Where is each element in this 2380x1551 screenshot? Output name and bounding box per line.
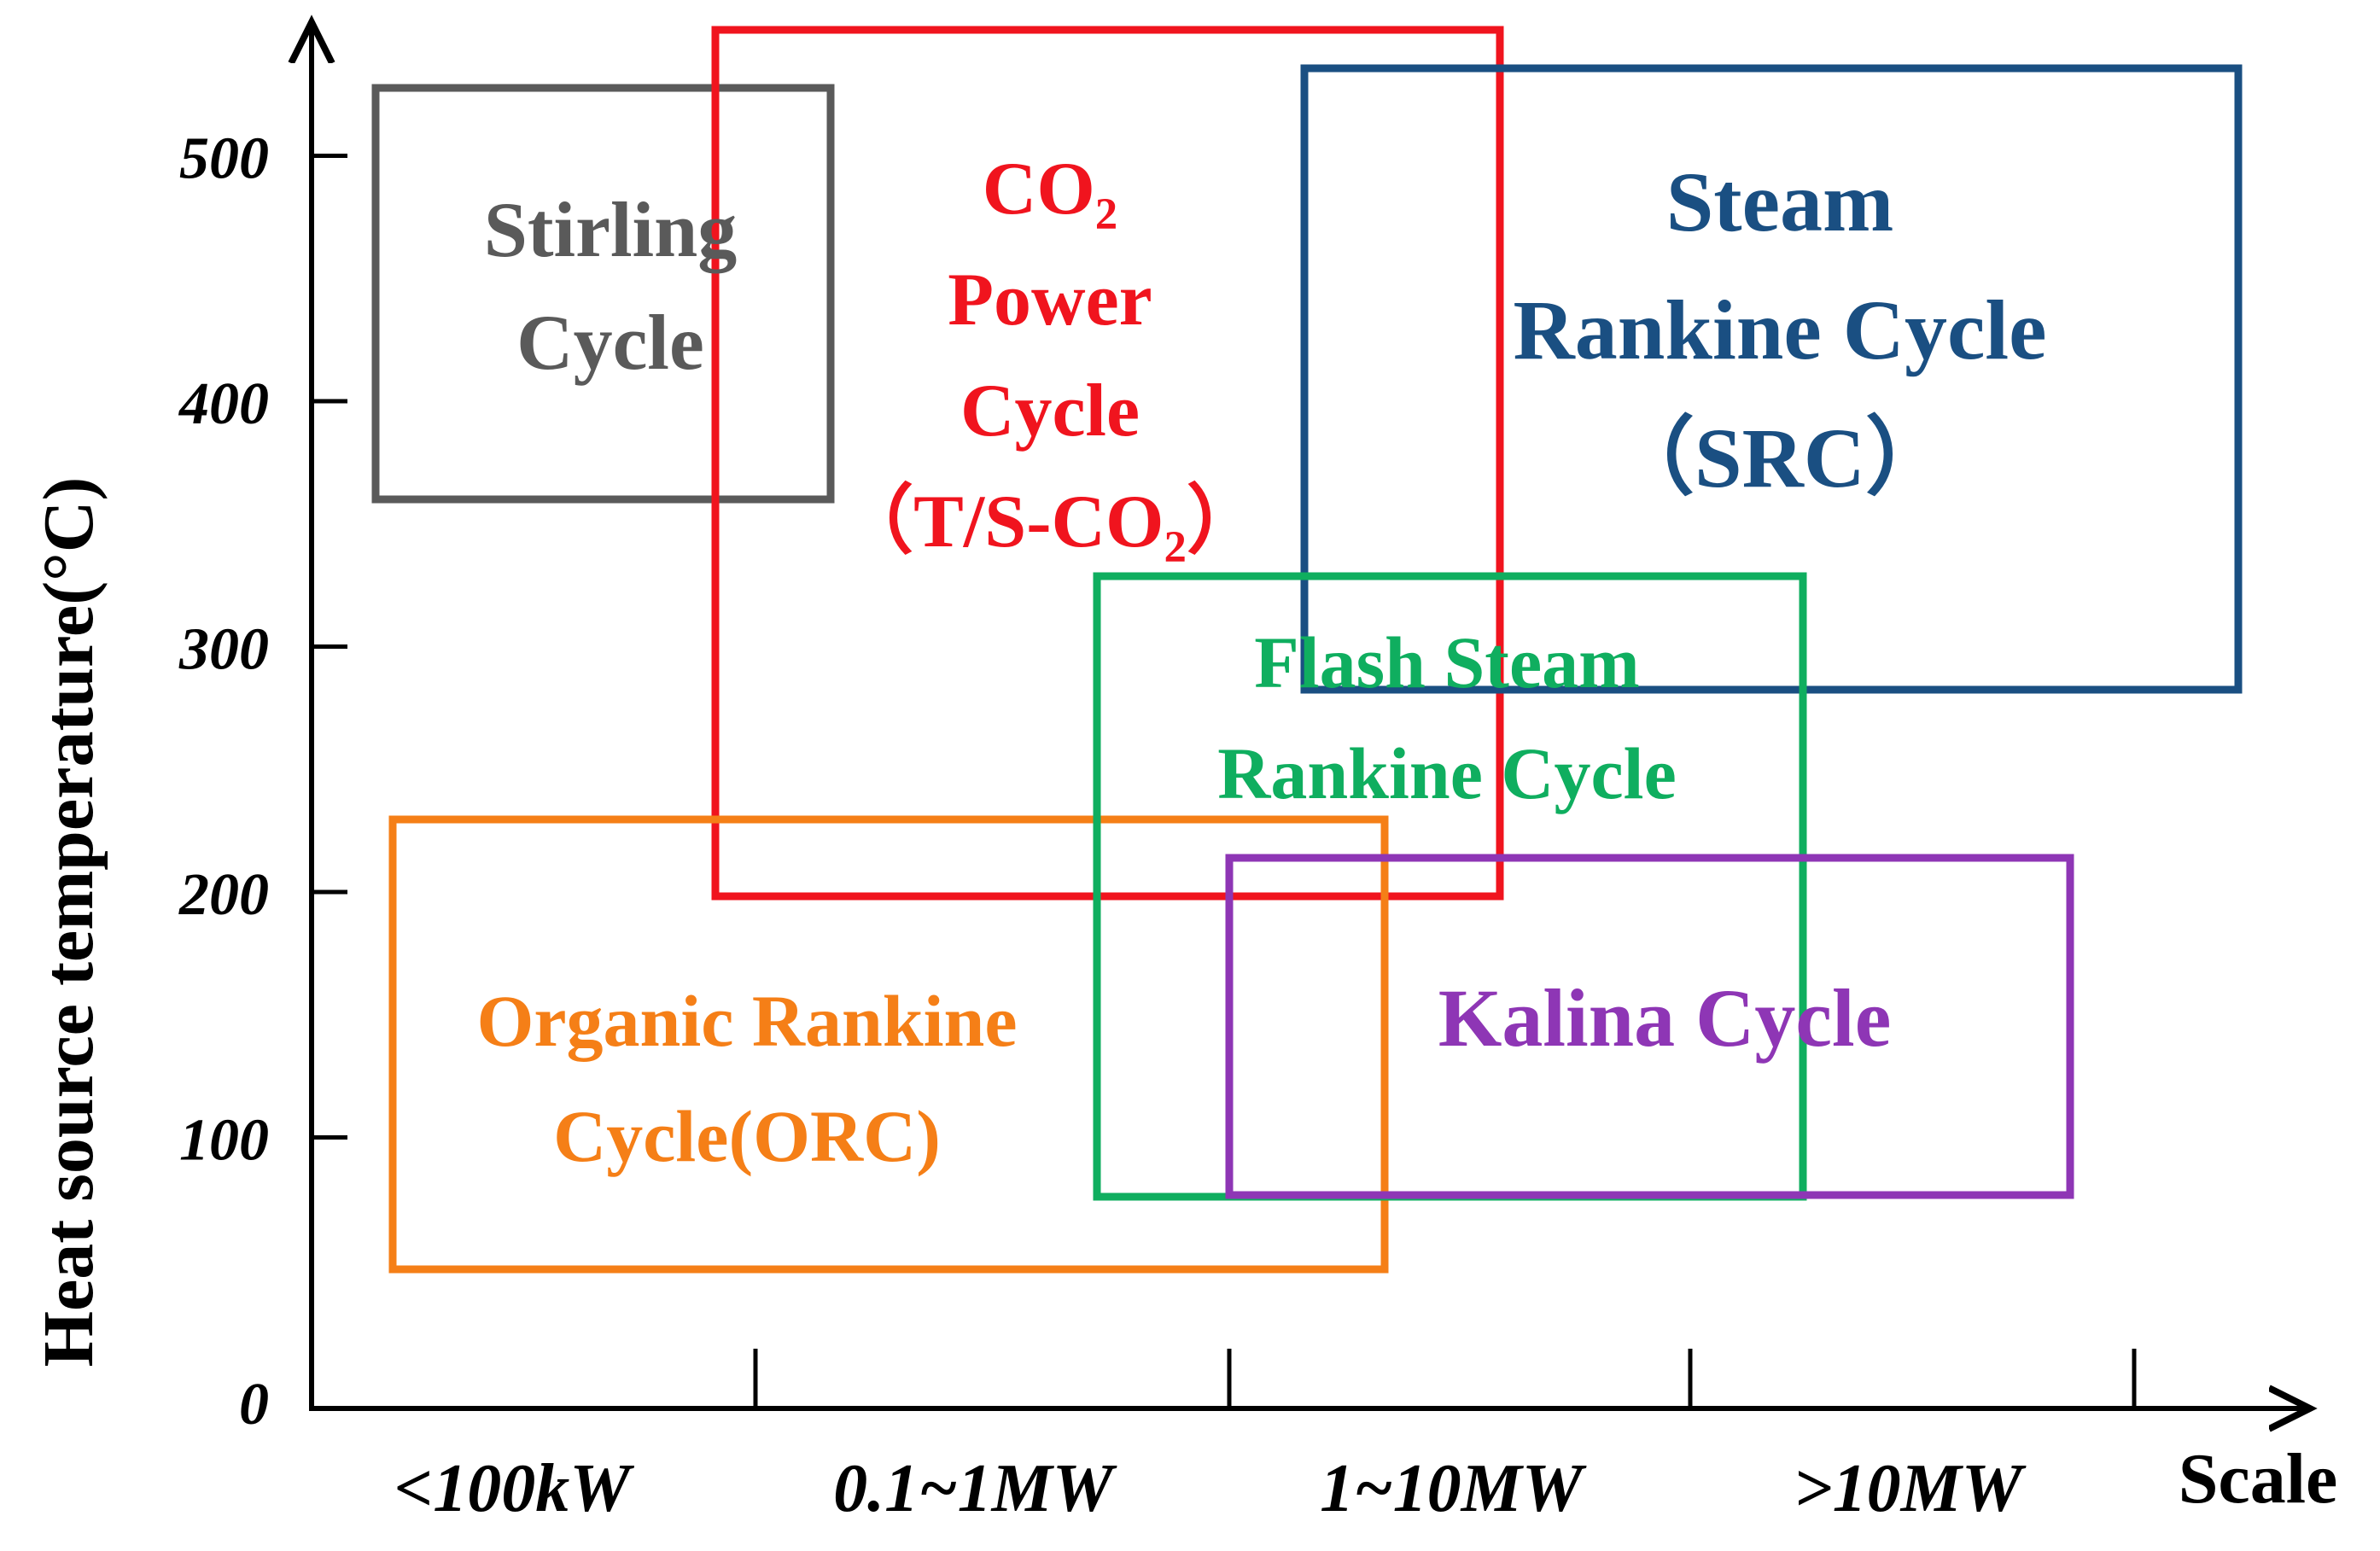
region-label-co2: Power — [948, 259, 1152, 341]
y-tick-label: 0 — [239, 1372, 269, 1437]
y-tick-label: 200 — [178, 862, 269, 928]
y-axis-label: Heat source temperature(°C) — [29, 477, 108, 1367]
region-label-co2: Cycle — [960, 370, 1140, 452]
x-tick-label: <100kW — [394, 1451, 635, 1526]
region-label-flash: Rankine Cycle — [1217, 732, 1677, 814]
regions-layer: StirlingCycleCO₂PowerCycle（T/S-CO₂）Steam… — [371, 26, 2243, 1274]
y-tick-label: 400 — [178, 371, 269, 437]
y-tick-label: 300 — [178, 617, 269, 683]
x-axis-label: Scale — [2179, 1439, 2338, 1519]
x-tick-label: 0.1~1MW — [833, 1451, 1117, 1526]
region-label-src: （SRC） — [1609, 411, 1951, 505]
y-tick-label: 500 — [179, 126, 269, 192]
region-label-flash: Flash Steam — [1254, 621, 1640, 703]
region-label-orc: Cycle(ORC) — [553, 1095, 941, 1177]
region-label-src: Steam — [1666, 155, 1894, 249]
y-axis-ticks: 0 100 200 300 400 500 — [178, 126, 347, 1437]
region-label-stirling: Stirling — [484, 186, 737, 273]
x-tick-label: 1~10MW — [1320, 1451, 1587, 1526]
region-box-stirling — [371, 84, 835, 504]
region-label-kalina: Kalina Cycle — [1438, 972, 1892, 1064]
region-box-src — [1300, 64, 2243, 694]
region-box-co2 — [711, 26, 1504, 901]
x-axis-ticks: <100kW 0.1~1MW 1~10MW >10MW — [394, 1349, 2137, 1526]
region-label-co2: （T/S-CO₂） — [838, 481, 1262, 563]
region-box-orc — [388, 815, 1389, 1274]
region-label-orc: Organic Rankine — [476, 980, 1017, 1062]
region-label-co2: CO₂ — [983, 148, 1117, 230]
x-tick-label: >10MW — [1794, 1451, 2027, 1526]
region-label-src: Rankine Cycle — [1514, 283, 2047, 377]
y-tick-label: 100 — [179, 1108, 269, 1174]
region-label-stirling: Cycle — [516, 299, 704, 386]
region-box-kalina — [1225, 854, 2074, 1199]
